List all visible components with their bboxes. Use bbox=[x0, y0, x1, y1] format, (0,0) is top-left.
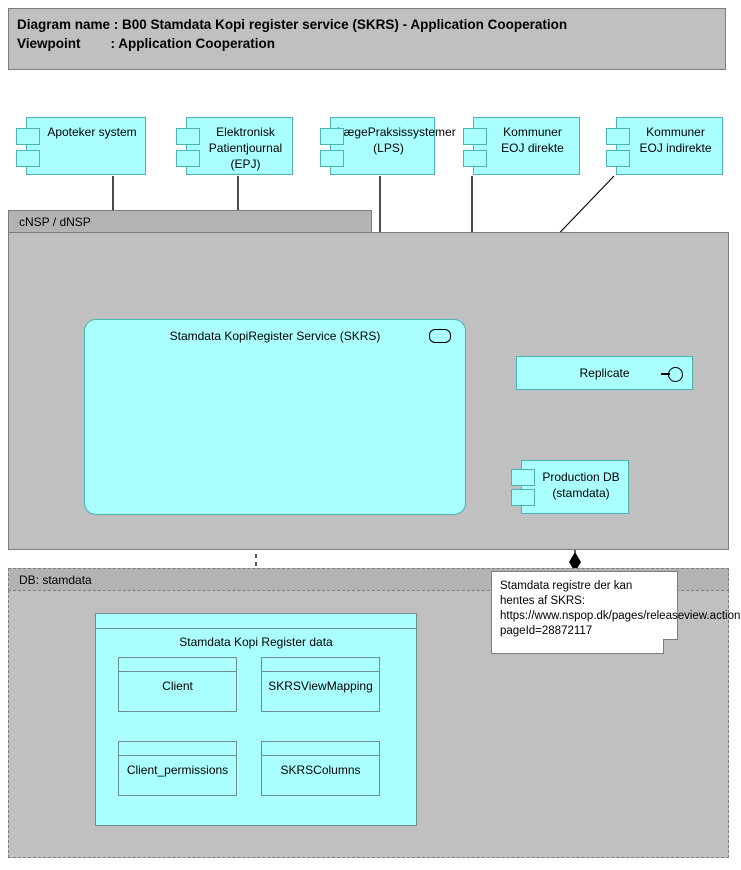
service-skrs[interactable]: Stamdata KopiRegister Service (SKRS) bbox=[84, 319, 466, 515]
component-tab-icon bbox=[606, 150, 630, 167]
group-header-nsp: cNSP / dNSP bbox=[8, 210, 372, 233]
composition-diamond bbox=[569, 552, 581, 572]
component-label: Elektronisk Patientjournal (EPJ) bbox=[208, 125, 283, 171]
entity-skrsviewmapping[interactable]: SKRSViewMapping bbox=[261, 657, 380, 712]
viewpoint-line: Viewpoint : Application Cooperation bbox=[17, 36, 276, 51]
component-tab-icon bbox=[320, 128, 344, 145]
service-skrs-label: Stamdata KopiRegister Service (SKRS) bbox=[169, 329, 381, 343]
component-tab-icon bbox=[463, 128, 487, 145]
component-tab-icon bbox=[176, 128, 200, 145]
component-tab-icon bbox=[463, 150, 487, 167]
note-text: Stamdata registre der kan hentes af SKRS… bbox=[500, 580, 741, 637]
entity-header-strip bbox=[119, 658, 236, 672]
component-label: Production DB (stamdata) bbox=[542, 470, 620, 500]
entity-skrscolumns[interactable]: SKRSColumns bbox=[261, 741, 380, 796]
note-fold-corner-icon bbox=[663, 639, 678, 654]
component-tab-icon bbox=[16, 150, 40, 167]
package-header-strip bbox=[96, 614, 416, 629]
entity-header-strip bbox=[262, 742, 379, 756]
group-label-nsp: cNSP / dNSP bbox=[19, 215, 91, 229]
package-label: Stamdata Kopi Register data bbox=[179, 635, 333, 649]
component-tab-icon bbox=[16, 128, 40, 145]
component-kommuner-eoj-direkte[interactable]: Kommuner EOJ direkte bbox=[463, 117, 580, 175]
entity-header-strip bbox=[262, 658, 379, 672]
component-laegepraksissystemer[interactable]: LægePraksissystemer (LPS) bbox=[320, 117, 456, 175]
note-skrs-registers: Stamdata registre der kan hentes af SKRS… bbox=[491, 571, 741, 654]
component-label: LægePraksissystemer (LPS) bbox=[337, 125, 456, 155]
component-tab-icon bbox=[320, 150, 344, 167]
entity-client[interactable]: Client bbox=[118, 657, 237, 712]
component-tab-icon bbox=[176, 150, 200, 167]
component-label: Apoteker system bbox=[47, 125, 137, 139]
component-label: Kommuner EOJ indirekte bbox=[639, 125, 712, 155]
component-apoteker-system[interactable]: Apoteker system bbox=[16, 117, 146, 175]
group-label-db: DB: stamdata bbox=[19, 573, 92, 587]
entity-label: Client bbox=[162, 679, 193, 693]
lollipop-stem-icon bbox=[661, 373, 670, 375]
component-tab-icon bbox=[511, 469, 535, 486]
component-tab-icon bbox=[606, 128, 630, 145]
lollipop-provided-interface-icon bbox=[668, 367, 683, 382]
component-elektronisk-patientjournal[interactable]: Elektronisk Patientjournal (EPJ) bbox=[176, 117, 293, 175]
service-replicate-label: Replicate bbox=[579, 366, 630, 380]
diagram-name-line: Diagram name : B00 Stamdata Kopi registe… bbox=[17, 17, 568, 32]
component-label: Kommuner EOJ direkte bbox=[501, 125, 564, 155]
entity-label: SKRSColumns bbox=[280, 763, 361, 777]
provided-interface-oval-icon bbox=[429, 329, 451, 343]
component-tab-icon bbox=[511, 489, 535, 506]
entity-label: SKRSViewMapping bbox=[268, 679, 373, 693]
component-kommuner-eoj-indirekte[interactable]: Kommuner EOJ indirekte bbox=[606, 117, 723, 175]
component-production-db[interactable]: Production DB (stamdata) bbox=[511, 460, 629, 514]
entity-client-permissions[interactable]: Client_permissions bbox=[118, 741, 237, 796]
entity-label: Client_permissions bbox=[126, 763, 229, 777]
diagram-title-block: Diagram name : B00 Stamdata Kopi registe… bbox=[8, 8, 726, 70]
entity-header-strip bbox=[119, 742, 236, 756]
service-replicate[interactable]: Replicate bbox=[516, 356, 693, 390]
